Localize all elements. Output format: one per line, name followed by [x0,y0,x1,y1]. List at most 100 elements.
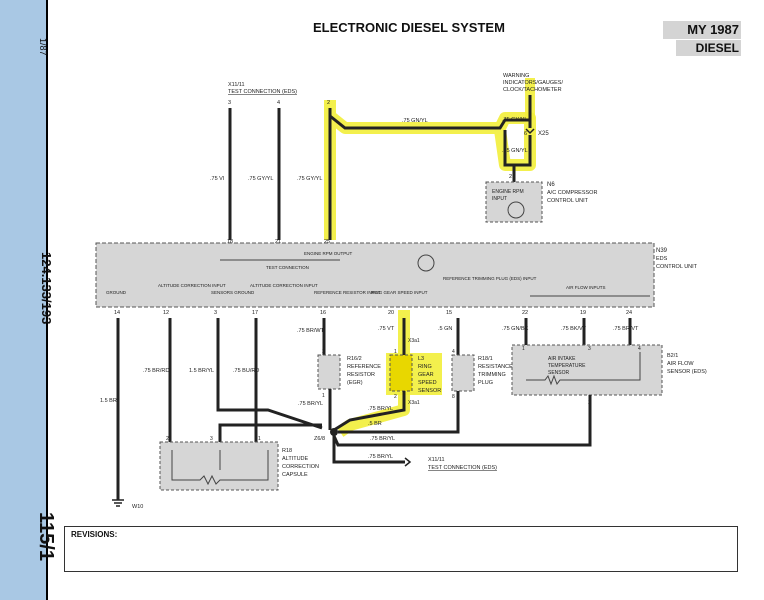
r16-line1: REFERENCE [347,364,381,370]
r16-line2: RESISTOR [347,372,375,378]
w10-label: W10 [132,504,143,510]
x11-pin-3: 3 [228,100,231,106]
l3-pin-bot: 2 [394,394,397,400]
ecu-pin-22: 22 [522,310,528,316]
alt-capsule-box [159,441,279,491]
ecu-pin-14: 14 [114,310,120,316]
x3a-label-bot: X3a1 [408,400,420,406]
b2-box [511,344,663,396]
alt-resistor-icon [171,450,269,486]
wire-label-br: .5 BR [368,421,382,427]
wire-label-br-yl-4: .75 BR/YL [368,454,393,460]
r18-code: R18/1 [478,356,493,362]
n6-pin-2: 2 [509,174,512,180]
page-title: ELECTRONIC DIESEL SYSTEM [313,20,505,35]
alt-line1: ALTITUDE [282,456,309,462]
b2-code: B2/1 [667,353,678,359]
connector-x11-bottom-icon [404,457,412,467]
ecu-label-air-flow: AIR FLOW INPUTS [566,285,606,290]
x11-pin-2: 2 [327,100,330,106]
ecu-pin-16: 16 [320,310,326,316]
x25-label: X25 [538,131,549,137]
wire-label-br-vt: .75 BR/VT [613,326,639,332]
wire-15br-yl [216,318,323,430]
ecu-pin-19: 19 [580,310,586,316]
r18-pin-bot: 8 [452,394,455,400]
l3-code: L3 [418,356,424,362]
side-strip [0,0,48,600]
x3a-label-top: X3a1 [408,338,420,344]
wire-label-gy-yl-b: .75 GY/YL [297,176,322,182]
l3-pin-top: 1 [394,349,397,355]
wire-label-br-yl-1: .75 BR/YL [298,401,323,407]
ecu-pin-25: 25 [324,239,330,245]
revisions-label: REVISIONS: [71,530,118,539]
r18-box [451,354,475,392]
ecu-label-altitude-corr: ALTITUDE CORRECTION INPUT [158,283,226,288]
wire-label-br-wt: .75 BR/WT [297,328,325,334]
r18-line1: RESISTANCE [478,364,513,370]
warning-line1: WARNING [503,73,529,79]
wire-label-gn-yl-x25: .75 GN/YL [502,148,528,154]
ecu-label-altitude-input: ALTITUDE CORRECTION INPUT [250,283,318,288]
ecu-label-test: TEST CONNECTION [266,265,309,270]
n6-line1: A/C COMPRESSOR [547,190,597,196]
b2-box-line2: TEMPERATURE [548,363,586,369]
b2-pin-1: 1 [522,346,525,352]
ecu-label-engine-rpm: ENGINE RPM OUTPUT [304,251,353,256]
wire-label-br-yl-3: .75 BR/YL [370,436,395,442]
l3-line3: SPEED [418,380,437,386]
ecu-pin-20: 20 [388,310,394,316]
n39-line2: CONTROL UNIT [656,264,698,270]
wire-label-vt: .75 VT [378,326,395,332]
x11-top-code: X11/11 [228,82,245,88]
wire-l3-to-z6 [333,391,406,432]
l3-line1: RING [418,364,432,370]
ecu-label-ref-resistor: REFERENCE RESISTOR INPUT [314,290,381,295]
b2-line1: AIR FLOW [667,361,694,367]
alt-pin-3: 3 [210,436,213,442]
l3-line4: SENSOR [418,388,441,394]
wire-label-br-yl-2: .75 BR/YL [368,406,393,412]
n6-code: N6 [547,182,555,188]
wire-alt-pin3 [218,423,322,442]
wire-br [338,391,460,434]
revisions-box: REVISIONS: [64,526,738,572]
b2-pin-3: 3 [588,346,591,352]
warning-line3: CLOCK/TACHOMETER [503,87,562,93]
ecu-label-ground: GROUND [106,290,127,295]
warning-line2: INDICATORS/GAUGES/ [503,80,563,86]
wire-label-gn-yl-top: .75 GN/YL [402,118,428,124]
ecu-pin-3: 3 [214,310,217,316]
b2-box-line1: AIR INTAKE [548,356,576,362]
ecu-label-sensors-ground: SENSORS GROUND [211,290,255,295]
b2-resistor-icon [526,352,641,386]
wire-gn-yl-x25 [503,130,532,167]
x11-pin-4: 4 [277,100,280,106]
wire-label-bk-vt: .75 BK/VT [561,326,587,332]
ecu-label-ref-trimming: REFERENCE TRIMMING PLUG (EDS) INPUT [443,276,537,281]
r18-pin-top: 4 [452,349,455,355]
r18-line2: TRIMMING [478,372,506,378]
wire-label-15br-yl: 1.5 BR/YL [189,368,214,374]
x25-pin-6: 6 [524,131,527,137]
wire-label-vi: .75 VI [210,176,225,182]
wire-label-bu-rd: .75 BU/RD [233,368,259,374]
ecu-pin-21: 21 [275,239,281,245]
alt-pin-1: 1 [258,436,261,442]
ecu-pin-15: 15 [446,310,452,316]
z6-label: Z6/8 [314,436,325,442]
x11-top-name: TEST CONNECTION (EDS) [228,89,297,95]
r16-box [317,354,341,390]
ground-symbol-icon [112,499,124,507]
wire-label-br-rd: .75 BR/RD [143,368,169,374]
alt-line2: CORRECTION [282,464,319,470]
ecu-transistor-icon [417,254,435,272]
wire-label-15br: 1.5 BR [100,398,117,404]
b2-pin-4: 4 [638,346,641,352]
x11-bottom-name: TEST CONNECTION (EDS) [428,465,497,471]
n6-box-line2: INPUT [492,196,507,202]
n6-box-line1: ENGINE RPM [492,189,524,195]
